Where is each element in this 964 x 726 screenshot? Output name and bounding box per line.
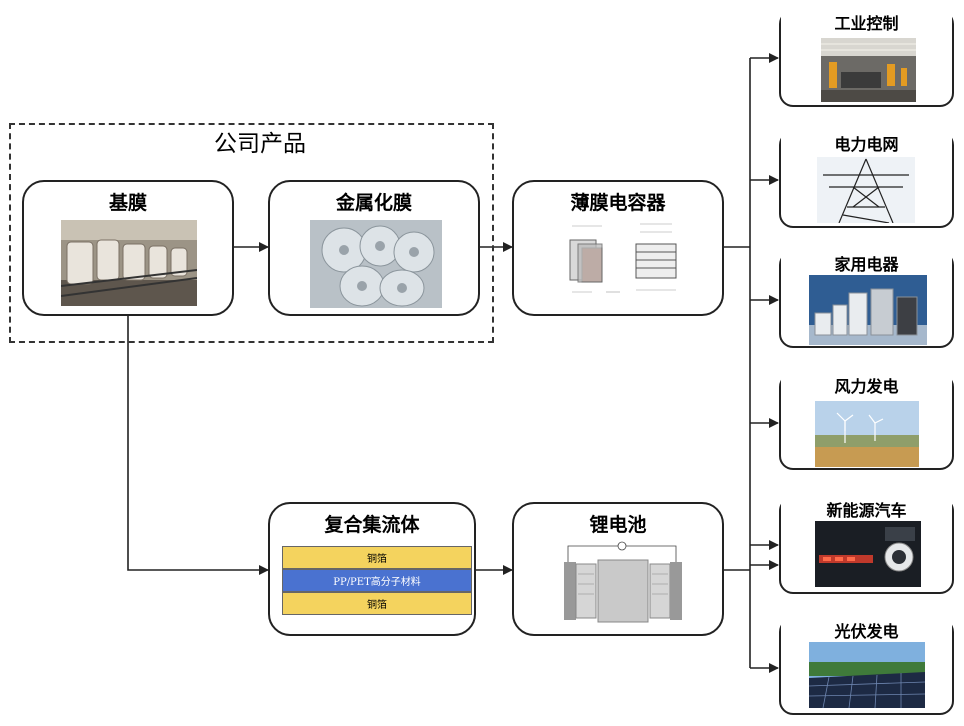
node-film-capacitor: 薄膜电容器 <box>512 180 724 316</box>
app-home-appliance: 家用电器 <box>779 251 954 348</box>
node-base-film: 基膜 <box>22 180 234 316</box>
company-products-frame <box>9 123 494 343</box>
wind-turbine-photo <box>815 401 919 467</box>
layer-polymer: PP/PET高分子材料 <box>282 569 472 592</box>
metallized-film-photo <box>310 220 442 308</box>
node-composite-collector-title: 复合集流体 <box>324 514 420 536</box>
app-industrial-control-title: 工业控制 <box>781 10 952 34</box>
node-composite-collector: 复合集流体 铜箔 PP/PET高分子材料 铜箔 <box>268 502 476 636</box>
film-capacitor-diagram <box>552 218 692 310</box>
app-photovoltaic-title: 光伏发电 <box>781 618 952 642</box>
app-power-grid: 电力电网 <box>779 131 954 228</box>
ev-charging-photo <box>815 521 921 587</box>
app-power-grid-title: 电力电网 <box>781 131 952 155</box>
layer-copper-bottom: 铜箔 <box>282 592 472 615</box>
node-li-battery-title: 锂电池 <box>589 514 647 536</box>
app-new-energy-vehicle: 新能源汽车 <box>779 497 954 594</box>
power-tower-photo <box>817 157 915 223</box>
solar-panel-photo <box>809 642 925 708</box>
app-home-appliance-title: 家用电器 <box>781 251 952 275</box>
node-film-capacitor-title: 薄膜电容器 <box>570 192 666 214</box>
node-li-battery: 锂电池 <box>512 502 724 636</box>
app-wind-power: 风力发电 <box>779 373 954 470</box>
app-industrial-control: 工业控制 <box>779 10 954 107</box>
arrow-base-to-composite <box>127 316 269 575</box>
node-metallized-film: 金属化膜 <box>268 180 480 316</box>
home-appliance-photo <box>809 275 927 345</box>
li-battery-diagram <box>554 540 690 632</box>
node-base-film-title: 基膜 <box>108 192 147 214</box>
node-metallized-film-title: 金属化膜 <box>335 192 412 214</box>
app-wind-power-title: 风力发电 <box>781 373 952 397</box>
company-products-title: 公司产品 <box>214 131 306 157</box>
factory-robot-photo <box>821 38 916 102</box>
base-film-photo <box>61 220 197 306</box>
app-new-energy-vehicle-title: 新能源汽车 <box>781 497 952 521</box>
app-photovoltaic: 光伏发电 <box>779 618 954 715</box>
layer-copper-top: 铜箔 <box>282 546 472 569</box>
